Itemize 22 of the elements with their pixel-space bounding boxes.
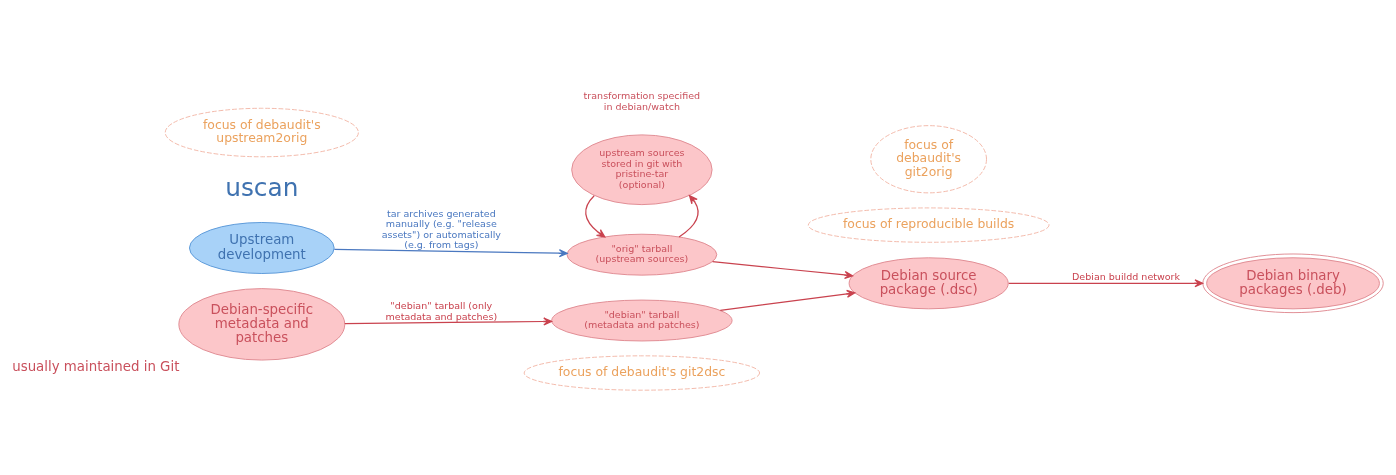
node-ellipse: focus of debaudit's git2orig xyxy=(870,125,987,194)
node-label: usually maintained in Git xyxy=(12,358,180,374)
arrow xyxy=(719,289,856,311)
arrow xyxy=(1008,279,1204,288)
node-ellipse: Upstream development xyxy=(189,222,335,274)
arrow xyxy=(344,317,553,326)
label: uscan xyxy=(225,172,299,202)
node-ellipse: Debian binary packages (.deb) xyxy=(1202,253,1384,314)
node-ellipse: Debian-specific metadata and patches xyxy=(178,288,346,361)
edge-label: Debian buildd network xyxy=(1072,271,1181,283)
edge-label: "debian" tarball (only metadata and patches) xyxy=(385,300,498,322)
edge-label: tar archives generated manually (e.g. "release assets") or automatically (e.g. from tags) xyxy=(381,207,501,250)
label: transformation specified in debian/watch xyxy=(583,90,701,112)
node-ellipse: "debian" tarball (metadata and patches) xyxy=(551,299,733,342)
node-ellipse: focus of debaudit's upstream2orig xyxy=(164,107,359,158)
arrow xyxy=(711,261,854,279)
arrow xyxy=(585,195,606,238)
node-ellipse: focus of debaudit's git2dsc xyxy=(523,355,761,391)
arrow xyxy=(678,195,699,238)
node-ellipse: "orig" tarball (upstream sources) xyxy=(566,233,718,276)
node-ellipse: focus of reproducible builds xyxy=(807,207,1050,243)
arrow xyxy=(333,248,568,258)
